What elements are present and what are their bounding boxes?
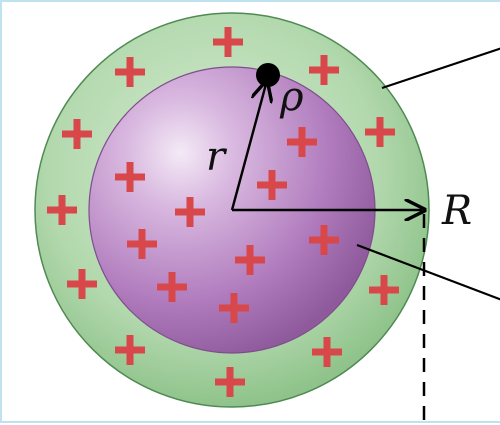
plus-sign — [213, 27, 243, 57]
plus-sign — [287, 127, 317, 157]
plus-sign — [257, 170, 287, 200]
plus-sign — [67, 269, 97, 299]
label-rho: ρ — [279, 74, 304, 120]
leader-line-lower — [356, 243, 500, 301]
plus-sign — [115, 335, 145, 365]
plus-sign — [215, 367, 245, 397]
plus-sign — [115, 57, 145, 87]
plus-sign — [312, 337, 342, 367]
charge-signs — [47, 27, 399, 397]
plus-sign — [62, 119, 92, 149]
plus-sign — [127, 229, 157, 259]
plus-sign — [309, 55, 339, 85]
plus-sign — [219, 293, 249, 323]
plus-sign — [175, 197, 205, 227]
plus-sign — [235, 245, 265, 275]
leader-line-upper — [381, 47, 500, 90]
plus-sign — [157, 272, 187, 302]
plus-sign — [115, 162, 145, 192]
point-marker — [256, 63, 280, 87]
plus-sign — [47, 195, 77, 225]
plus-sign — [369, 275, 399, 305]
label-R: R — [441, 188, 472, 234]
plus-sign — [309, 225, 339, 255]
label-r: r — [206, 134, 228, 180]
radius-r-arrow — [230, 84, 266, 211]
plus-sign — [365, 117, 395, 147]
